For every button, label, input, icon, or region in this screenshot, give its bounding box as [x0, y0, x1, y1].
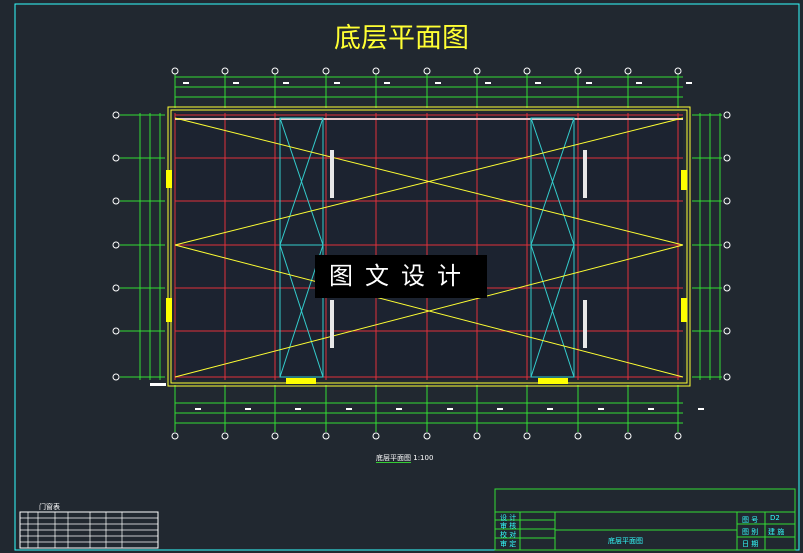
axis-bubble: [574, 432, 582, 440]
bracing-diagonal: [279, 117, 324, 246]
caption-scale: 1:100: [413, 454, 434, 462]
drawing-title: 底层平面图: [334, 23, 469, 54]
axis-bubble: [271, 67, 279, 75]
axis-bubble: [723, 197, 731, 205]
member-label: [330, 300, 334, 348]
axis-bubble: [372, 67, 380, 75]
axis-bubble: [674, 67, 682, 75]
member-label: [330, 150, 334, 198]
axis-bubble: [221, 432, 229, 440]
axis-bubble: [112, 197, 120, 205]
axis-bubble: [723, 241, 731, 249]
bracing-bay: [530, 244, 575, 378]
axis-bubble: [723, 284, 731, 292]
axis-bubble: [574, 67, 582, 75]
axis-bubble: [674, 432, 682, 440]
watermark: 图文设计: [315, 255, 487, 298]
tb-label-number: 图 号: [742, 516, 759, 524]
axis-bubble: [473, 67, 481, 75]
tb-value-type: 建 施: [768, 528, 785, 536]
axis-bubble: [171, 67, 179, 75]
door-opening: [166, 170, 172, 188]
tb-label-check: 校 对: [500, 531, 517, 539]
tb-value-number: D2: [770, 514, 780, 522]
door-opening: [286, 378, 316, 384]
tb-drawing-name: 底层平面图: [608, 537, 643, 545]
roof-diagonal: [174, 244, 684, 378]
axis-bubble: [271, 432, 279, 440]
bracing-bay: [279, 244, 324, 378]
axis-bubble: [624, 432, 632, 440]
tb-label-review: 审 核: [500, 522, 517, 530]
axis-bubble: [723, 373, 731, 381]
axis-bubble: [171, 432, 179, 440]
building-area: [175, 113, 683, 380]
member-label: [583, 300, 587, 348]
axis-bubble: [112, 154, 120, 162]
schedule-title: 门窗表: [39, 503, 60, 511]
sheet-border: [14, 3, 800, 551]
axis-bubble: [723, 327, 731, 335]
axis-bubble: [112, 284, 120, 292]
axis-bubble: [112, 111, 120, 119]
plan-caption: 底层平面图 1:100: [376, 453, 433, 463]
north-marker: [150, 383, 166, 386]
axis-bubble: [221, 67, 229, 75]
bracing-diagonal: [530, 117, 575, 246]
tb-label-date: 日 期: [742, 540, 759, 548]
axis-bubble: [112, 373, 120, 381]
member-label: [583, 150, 587, 198]
axis-bubble: [723, 111, 731, 119]
door-opening: [166, 298, 172, 322]
axis-bubble: [624, 67, 632, 75]
axis-bubble: [473, 432, 481, 440]
axis-bubble: [523, 67, 531, 75]
axis-bubble: [372, 432, 380, 440]
axis-bubble: [112, 327, 120, 335]
tb-label-type: 图 别: [742, 528, 759, 536]
door-opening: [538, 378, 568, 384]
tb-label-approve: 审 定: [500, 540, 517, 548]
axis-bubble: [322, 67, 330, 75]
tb-label-design: 设 计: [500, 514, 517, 522]
roof-diagonal: [174, 117, 684, 246]
building-outline-inner: [170, 109, 688, 384]
axis-bubble: [322, 432, 330, 440]
axis-bubble: [423, 432, 431, 440]
building-outline-outer: [167, 106, 691, 387]
axis-bubble: [523, 432, 531, 440]
axis-bubble: [423, 67, 431, 75]
axis-bubble: [723, 154, 731, 162]
axis-bubble: [112, 241, 120, 249]
door-opening: [681, 170, 687, 190]
bracing-diagonal: [530, 244, 575, 378]
caption-name: 底层平面图: [376, 454, 411, 463]
door-opening: [681, 298, 687, 322]
